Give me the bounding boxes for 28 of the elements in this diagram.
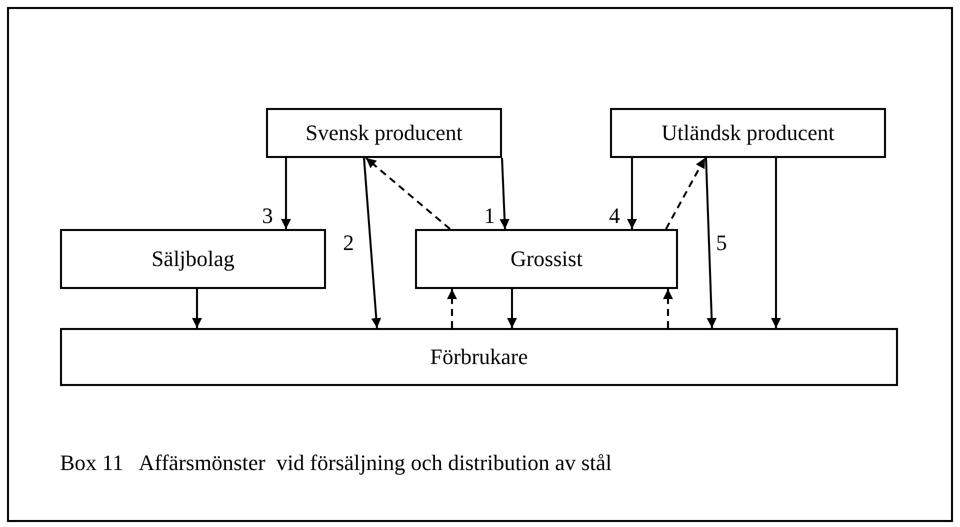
dashed-arrow	[663, 289, 673, 328]
edge-label: 4	[609, 205, 620, 227]
arrow	[771, 158, 781, 328]
arrow	[627, 158, 637, 229]
dashed-arrow	[447, 289, 457, 328]
process-box	[415, 229, 678, 289]
node-label: Svensk producent	[305, 120, 463, 146]
edge-label: 1	[484, 205, 495, 227]
arrow	[507, 289, 517, 328]
process-box	[60, 328, 898, 386]
edge-label: 2	[343, 232, 354, 254]
arrow	[705, 158, 717, 328]
process-box	[610, 108, 886, 158]
arrow	[281, 158, 291, 229]
arrow	[500, 158, 510, 230]
node-label: Grossist	[510, 246, 583, 272]
dashed-arrow	[665, 158, 706, 230]
edge-label: 3	[262, 205, 273, 227]
node-label: Utländsk producent	[662, 120, 834, 146]
caption: Box 11 Affärsmönster vid försäljning och distribution av stål	[60, 450, 612, 476]
process-box	[60, 229, 326, 289]
dashed-arrow	[365, 157, 451, 230]
process-box	[266, 108, 502, 158]
node-label: Förbrukare	[430, 344, 528, 370]
arrow	[192, 289, 202, 328]
arrow	[363, 158, 382, 328]
edge-label: 5	[716, 232, 727, 254]
node-label: Säljbolag	[151, 246, 235, 272]
